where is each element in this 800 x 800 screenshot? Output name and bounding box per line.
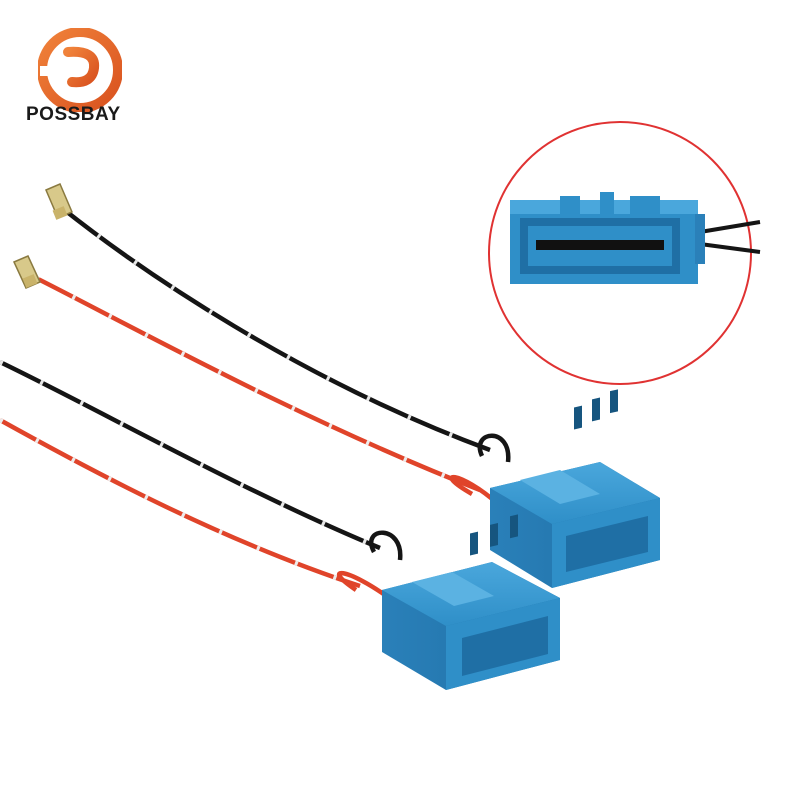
brand-name: POSSBAY (26, 104, 121, 125)
wire-red-back (34, 275, 481, 493)
terminal-red (12, 255, 42, 289)
terminal-black (45, 183, 73, 220)
wire-black-back (60, 206, 491, 453)
connector-front (382, 514, 560, 690)
wire-black-front (0, 359, 381, 551)
connector-closeup-callout (488, 121, 761, 385)
wire-red-front (0, 418, 361, 589)
connector-back (490, 389, 660, 588)
possbay-logo-icon (38, 28, 122, 112)
